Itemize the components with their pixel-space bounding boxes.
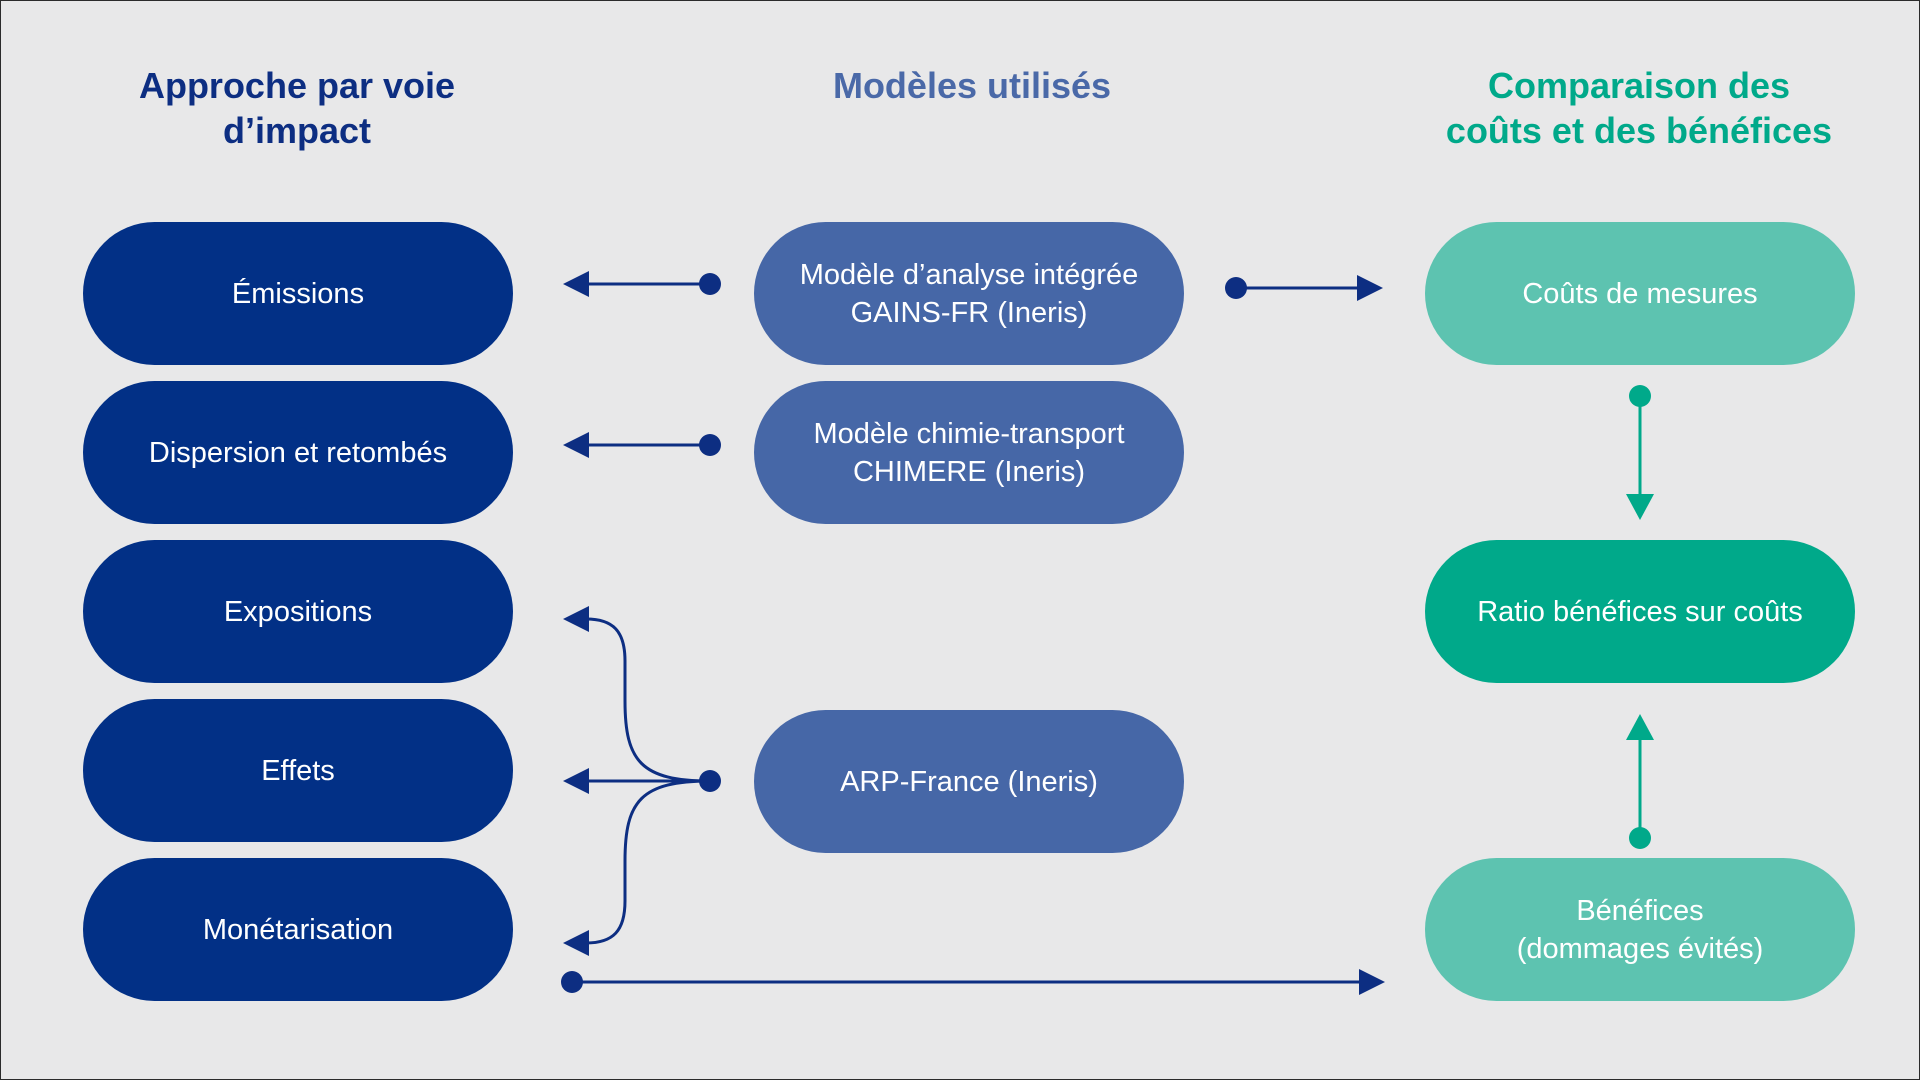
arrow-costs-to-ratio (1626, 385, 1654, 520)
model-chimere: Modèle chimie-transport CHIMERE (Ineris) (754, 381, 1184, 524)
arrow-benefits-to-ratio (1626, 714, 1654, 849)
arrow-monetarisation-to-benefits (561, 969, 1385, 995)
model-arp-france: ARP-France (Ineris) (754, 710, 1184, 853)
step-emissions: Émissions (83, 222, 513, 365)
title-models-used: Modèles utilisés (832, 65, 1112, 106)
arrow-gains-to-costs (1225, 275, 1383, 301)
step-dispersion: Dispersion et retombés (83, 381, 513, 524)
title-cost-benefit-comparison: Comparaison des coûts et des bénéfices (1445, 65, 1833, 151)
step-expositions: Expositions (83, 540, 513, 683)
box-ratio: Ratio bénéfices sur coûts (1425, 540, 1855, 683)
arrow-arp-to-steps (563, 606, 721, 956)
box-costs: Coûts de mesures (1425, 222, 1855, 365)
box-benefits: Bénéfices (dommages évités) (1425, 858, 1855, 1001)
model-gains-fr: Modèle d’analyse intégrée GAINS-FR (Iner… (754, 222, 1184, 365)
arrow-chimere-to-dispersion (563, 432, 721, 458)
step-monetarisation: Monétarisation (83, 858, 513, 1001)
arrow-gains-to-emissions (563, 271, 721, 297)
title-impact-approach: Approche par voie d’impact (138, 65, 456, 151)
step-effets: Effets (83, 699, 513, 842)
